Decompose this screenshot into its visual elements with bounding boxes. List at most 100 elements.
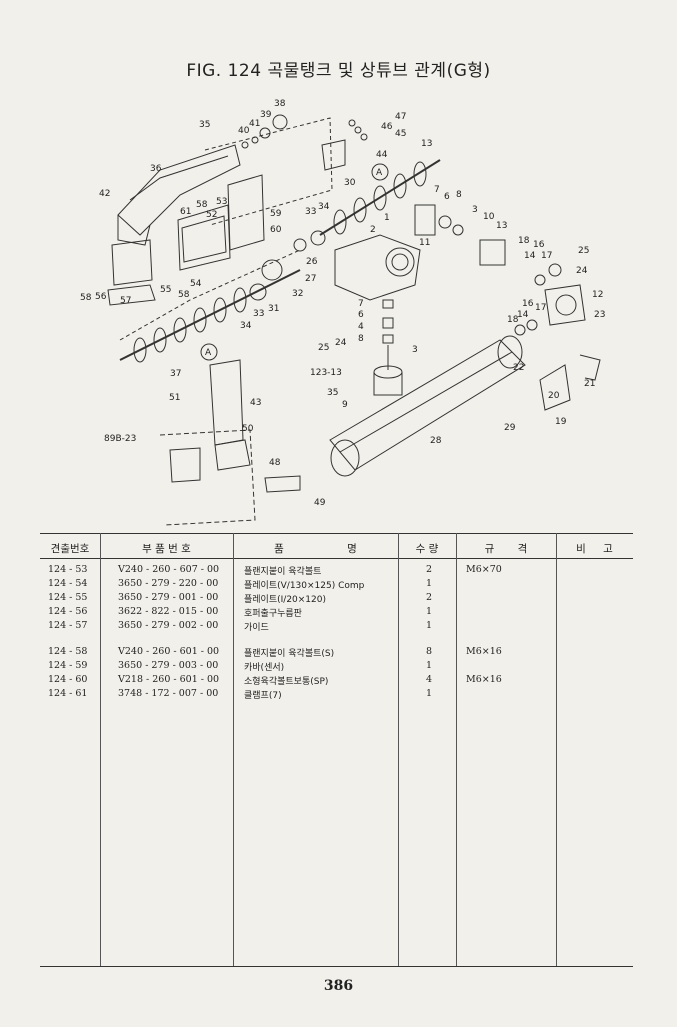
callout-7b: 7 [358, 299, 364, 309]
callout-60: 60 [270, 225, 282, 235]
callout-22: 22 [513, 363, 524, 373]
callout-17a: 17 [541, 251, 552, 261]
table-row: 124 - 60 V218 - 260 - 601 - 00 소형육각볼트보통(… [48, 674, 502, 687]
callout-34b: 34 [240, 321, 252, 331]
callout-33b: 33 [253, 309, 264, 319]
header-note: 비 고 [576, 543, 613, 555]
callout-19: 19 [555, 417, 567, 427]
figure-title: FIG. 124 곡물탱크 및 상튜브 관계(G형) [186, 61, 491, 81]
callout-48: 48 [269, 458, 281, 468]
callout-7a: 7 [434, 185, 440, 195]
callout-labels: 35 40 41 39 38 47 46 45 13 44 36 42 61 5… [80, 99, 605, 508]
callout-34: 34 [318, 202, 330, 212]
header-qty: 수 량 [415, 543, 439, 555]
callout-3b: 3 [412, 345, 418, 355]
callout-35b: 35 [327, 388, 338, 398]
table-row: 124 - 58 V240 - 260 - 601 - 00 플랜지붙이 육각볼… [48, 646, 502, 659]
callout-26: 26 [306, 257, 318, 267]
callout-55: 55 [160, 285, 171, 295]
callout-16b: 16 [522, 299, 534, 309]
callout-21: 21 [584, 379, 595, 389]
exploded-parts-diagram: 35 40 41 39 38 47 46 45 13 44 36 42 61 5… [80, 99, 605, 526]
callout-33a: 33 [305, 207, 316, 217]
view-a-marker-2: A [205, 348, 212, 358]
callout-24a: 24 [335, 338, 347, 348]
callout-18b: 18 [507, 315, 519, 325]
callout-10: 10 [483, 212, 495, 222]
callout-32: 32 [292, 289, 303, 299]
callout-18a: 18 [518, 236, 530, 246]
callout-35: 35 [199, 120, 210, 130]
callout-13b: 13 [496, 221, 507, 231]
callout-4: 4 [358, 322, 364, 332]
callout-36: 36 [150, 164, 162, 174]
table-row: 124 - 53 V240 - 260 - 607 - 00 플랜지붙이 육각볼… [48, 564, 502, 577]
callout-31: 31 [268, 304, 279, 314]
callout-53: 53 [216, 197, 227, 207]
callout-1: 1 [384, 213, 390, 223]
callout-39: 39 [260, 110, 272, 120]
callout-14a: 14 [524, 251, 536, 261]
callout-6b: 6 [358, 310, 364, 320]
callout-28: 28 [430, 436, 442, 446]
callout-54: 54 [190, 279, 202, 289]
callout-50: 50 [242, 424, 254, 434]
callout-45: 45 [395, 129, 406, 139]
callout-25a: 25 [318, 343, 329, 353]
callout-30: 30 [344, 178, 356, 188]
page-number: 386 [323, 978, 354, 994]
callout-40: 40 [238, 126, 250, 136]
table-col-divider [456, 533, 457, 966]
callout-17b: 17 [535, 303, 546, 313]
callout-6a: 6 [444, 192, 450, 202]
callout-46: 46 [381, 122, 393, 132]
callout-24c: 24 [576, 266, 588, 276]
callout-58b: 58 [80, 293, 92, 303]
table-row: 124 - 55 3650 - 279 - 001 - 00 플레이트(I/20… [48, 592, 433, 605]
table-col-divider [100, 533, 101, 966]
callout-29: 29 [504, 423, 516, 433]
table-row: 124 - 59 3650 - 279 - 003 - 00 카바(센서) 1 [48, 660, 433, 673]
callout-16a: 16 [533, 240, 545, 250]
callout-20: 20 [548, 391, 560, 401]
callout-47: 47 [395, 112, 406, 122]
callout-23: 23 [594, 310, 605, 320]
callout-57: 57 [120, 296, 131, 306]
callout-41: 41 [249, 119, 260, 129]
callout-58c: 58 [178, 290, 190, 300]
callout-11: 11 [419, 238, 430, 248]
header-ref-no: 견출번호 [50, 543, 90, 555]
table-row: 124 - 57 3650 - 279 - 002 - 00 가이드 1 [48, 620, 433, 633]
callout-8a: 8 [456, 190, 462, 200]
table-row: 124 - 56 3622 - 822 - 015 - 00 호퍼출구누름판 1 [48, 606, 433, 619]
callout-52: 52 [206, 210, 217, 220]
callout-89b-23: 89B-23 [104, 434, 136, 444]
view-a-marker-1: A [376, 168, 383, 178]
callout-2: 2 [370, 225, 376, 235]
table-bottom-rule [40, 966, 633, 967]
callout-49: 49 [314, 498, 326, 508]
callout-51: 51 [169, 393, 180, 403]
callout-123-13: 123-13 [310, 368, 342, 378]
callout-27: 27 [305, 274, 316, 284]
table-col-divider [556, 533, 557, 966]
table-top-rule [40, 533, 633, 534]
callout-13-top: 13 [421, 139, 432, 149]
callout-38: 38 [274, 99, 286, 109]
callout-44: 44 [376, 150, 388, 160]
header-part-no: 부 품 번 호 [142, 543, 191, 555]
callout-61: 61 [180, 207, 191, 217]
callout-25b: 25 [578, 246, 589, 256]
callout-14b: 14 [517, 310, 529, 320]
header-part-name: 품 명 [274, 543, 357, 555]
callout-59: 59 [270, 209, 282, 219]
callout-37: 37 [170, 369, 181, 379]
table-col-divider [398, 533, 399, 966]
callout-12: 12 [592, 290, 603, 300]
callout-43: 43 [250, 398, 261, 408]
callout-3a: 3 [472, 205, 478, 215]
callout-56: 56 [95, 292, 107, 302]
callout-9: 9 [342, 400, 348, 410]
callout-8b: 8 [358, 334, 364, 344]
table-row: 124 - 54 3650 - 279 - 220 - 00 플레이트(V/13… [48, 578, 433, 591]
